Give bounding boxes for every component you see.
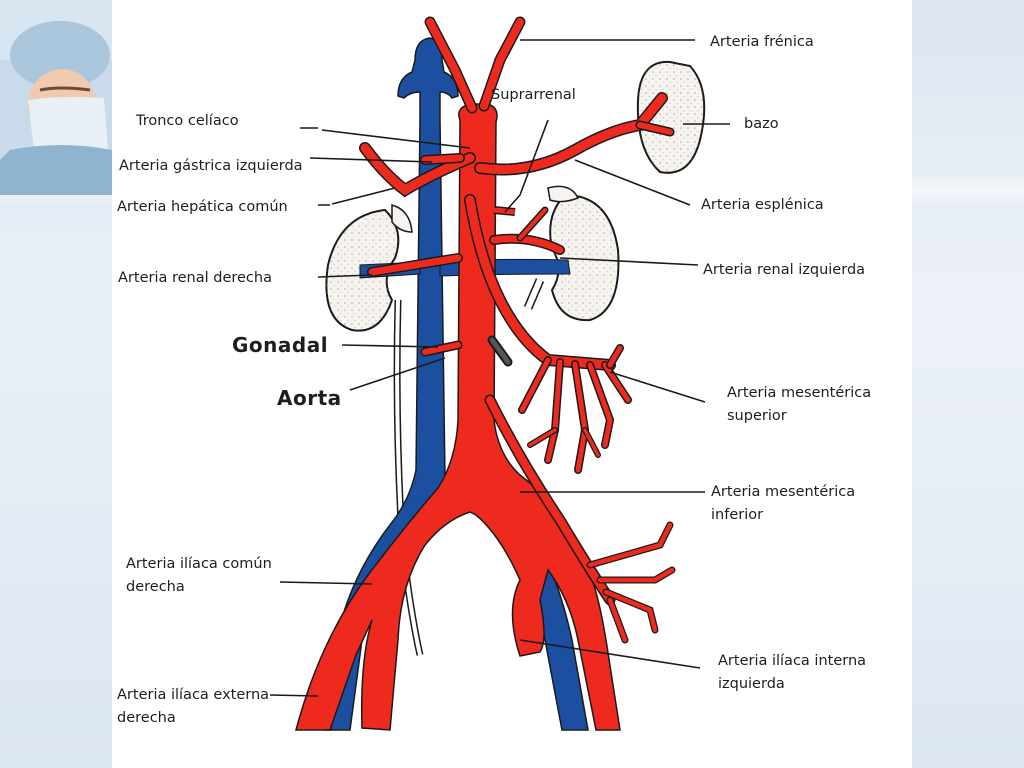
label-arteria-iliaca-interna-izquierda-line2: izquierda [718,676,785,692]
label-arteria-mesenterica-superior: Arteria mesentérica superior [727,382,871,428]
label-arteria-iliaca-interna-izquierda: Arteria ilíaca interna izquierda [718,650,866,696]
label-arteria-frenica: Arteria frénica [710,34,814,50]
label-arteria-mesenterica-inferior: Arteria mesentérica inferior [711,481,855,527]
label-arteria-mesenterica-inferior-line2: inferior [711,507,764,523]
label-arteria-gastrica-izquierda: Arteria gástrica izquierda [119,158,303,174]
label-arteria-iliaca-externa-derecha-line2: derecha [117,710,176,726]
label-arteria-mesenterica-superior-line1: Arteria mesentérica [727,385,872,401]
label-gonadal: Gonadal [232,333,329,357]
label-arteria-mesenterica-inferior-line1: Arteria mesentérica [711,484,856,500]
diagram-panel [112,0,912,768]
label-suprarrenal: Suprarrenal [491,87,576,103]
aorta-and-branches [295,16,676,731]
label-arteria-iliaca-interna-izquierda-line1: Arteria ilíaca interna [718,653,867,669]
label-aorta: Aorta [277,386,342,410]
leader-lines [269,39,730,697]
left-ureter-stub [523,278,545,310]
label-arteria-hepatica-comun: Arteria hepática común [117,199,288,215]
label-arteria-iliaca-externa-derecha: Arteria ilíaca externa derecha [117,684,269,730]
label-arteria-esplenica: Arteria esplénica [701,197,824,213]
label-arteria-iliaca-comun-derecha: Arteria ilíaca común derecha [126,553,272,599]
surgeon-photo-graphic [0,0,112,195]
label-arteria-mesenterica-superior-line2: superior [727,408,787,424]
label-arteria-renal-derecha: Arteria renal derecha [118,270,272,286]
right-background-strip [912,0,1024,768]
label-bazo: bazo [744,116,779,132]
label-arteria-renal-izquierda: Arteria renal izquierda [703,262,866,278]
label-tronco-celiaco: Tronco celíaco [136,113,239,129]
label-arteria-iliaca-externa-derecha-line1: Arteria ilíaca externa [117,687,270,703]
label-arteria-iliaca-comun-derecha-line1: Arteria ilíaca común [126,556,272,572]
surgeon-photo [0,0,112,195]
spleen [636,60,706,174]
left-kidney [547,185,620,322]
label-arteria-iliaca-comun-derecha-line2: derecha [126,579,185,595]
